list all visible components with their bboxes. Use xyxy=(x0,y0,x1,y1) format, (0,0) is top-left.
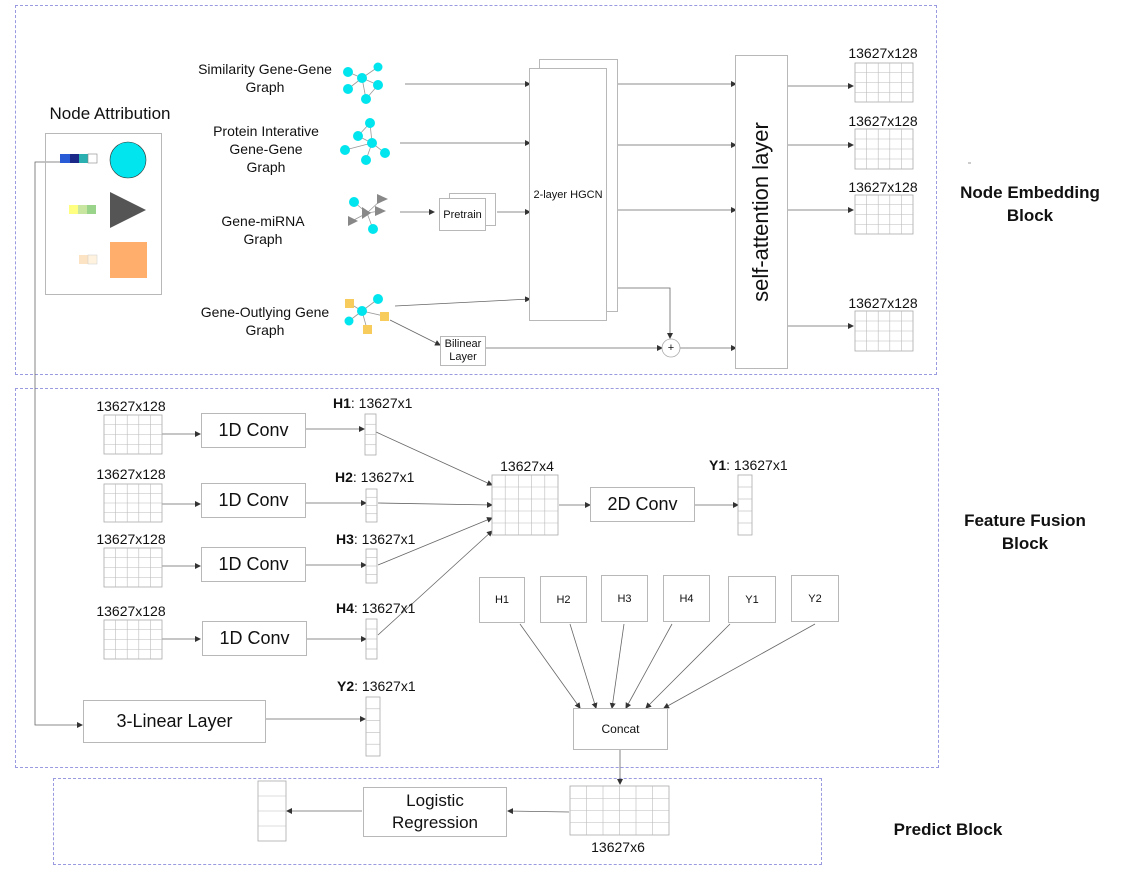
feature-box-h4: H4 xyxy=(663,575,710,622)
mirna-graph-icon xyxy=(348,194,388,234)
h3-label: H3: 13627x1 xyxy=(336,531,416,547)
square-node-icon xyxy=(110,242,147,278)
feature-box-h2: H2 xyxy=(540,576,587,623)
attribution-row-3 xyxy=(79,242,147,278)
node-attribution-box xyxy=(45,133,162,295)
fusion-in-3-dim: 13627x128 xyxy=(96,531,166,547)
cyan-node-icon xyxy=(109,141,147,179)
m4-matrix xyxy=(491,474,559,536)
feature-box-h1: H1 xyxy=(479,577,525,623)
h1-vector xyxy=(364,413,377,456)
edge-fy1-concat xyxy=(645,623,731,709)
self-attention-box xyxy=(735,55,788,369)
predict-block-frame xyxy=(53,778,822,865)
edge-outlying-hgcn xyxy=(394,296,531,307)
h2-vector xyxy=(365,488,378,523)
fusion-in-matrix-3 xyxy=(103,547,163,588)
fusion-in-matrix-1 xyxy=(103,414,163,455)
edge-fh2-concat xyxy=(569,623,598,709)
conv1d-box-3: 1D Conv xyxy=(201,547,306,582)
fusion-in-1-dim: 13627x128 xyxy=(96,398,166,414)
h4-label: H4: 13627x1 xyxy=(336,600,416,616)
protein-graph-icon xyxy=(340,118,390,165)
feature-fusion-block-frame xyxy=(15,388,939,768)
bilinear-box: Bilinear Layer xyxy=(440,336,486,366)
y1-label: Y1: 13627x1 xyxy=(709,457,788,473)
emb-out-4-dim: 13627x128 xyxy=(848,295,918,311)
node-embedding-block-frame xyxy=(15,5,937,375)
fusion-in-4-dim: 13627x128 xyxy=(96,603,166,619)
y1-vector xyxy=(737,474,753,536)
fusion-in-matrix-2 xyxy=(103,483,163,523)
predict-output-vector xyxy=(257,780,287,842)
edge-h3-m4 xyxy=(377,517,493,566)
plus-sign: + xyxy=(667,342,675,354)
fusion-in-matrix-4 xyxy=(103,619,163,660)
emb-out-1-dim: 13627x128 xyxy=(848,45,918,61)
plus-circle xyxy=(661,338,681,358)
emb-out-matrix-4 xyxy=(854,310,914,352)
y2-vector xyxy=(365,696,381,757)
linear3-box: 3-Linear Layer xyxy=(83,700,266,743)
mirna-graph-label: Gene-miRNA Graph xyxy=(221,213,305,247)
conv2d-box: 2D Conv xyxy=(590,487,695,522)
matrix-layer xyxy=(103,62,914,842)
y2-label: Y2: 13627x1 xyxy=(337,678,416,694)
edge-m6-logistic xyxy=(507,808,570,815)
emb-out-matrix-3 xyxy=(854,194,914,235)
edge-fh1-concat xyxy=(519,623,581,709)
attribution-row-2 xyxy=(69,192,146,228)
edge-fh3-concat xyxy=(609,623,625,709)
emb-out-matrix-1 xyxy=(854,62,914,103)
edge-h2-m4 xyxy=(377,501,493,508)
hgcn-box: 2-layer HGCN xyxy=(529,68,607,321)
edge-outlying-bilinear xyxy=(389,319,441,346)
m6-dim: 13627x6 xyxy=(591,839,645,855)
emb-out-2-dim: 13627x128 xyxy=(848,113,918,129)
emb-out-matrix-2 xyxy=(854,128,914,170)
triangle-node-icon xyxy=(110,192,146,228)
m4-dim: 13627x4 xyxy=(500,458,554,474)
h3-vector xyxy=(365,548,378,584)
node-attribution-title: Node Attribution xyxy=(49,104,171,123)
edge-fh4-concat xyxy=(625,623,673,709)
feature-box-h3: H3 xyxy=(601,575,648,622)
emb-out-3-dim: 13627x128 xyxy=(848,179,918,195)
m6-matrix xyxy=(569,785,670,836)
conv1d-box-1: 1D Conv xyxy=(201,413,306,448)
node-embedding-block-label: Node Embedding Block xyxy=(960,183,1100,225)
feature-box-y1: Y1 xyxy=(728,576,776,623)
logistic-regression-box: Logistic Regression xyxy=(363,787,507,837)
pretrain-box: Pretrain xyxy=(439,198,486,231)
edge-fy2-concat xyxy=(663,623,816,709)
edge-h1-m4 xyxy=(375,431,493,486)
h1-label: H1: 13627x1 xyxy=(333,395,413,411)
attribution-row-1 xyxy=(60,141,147,179)
feature-fusion-block-label: Feature Fusion Block xyxy=(964,511,1086,553)
outlying-graph-label: Gene-Outlying Gene Graph xyxy=(200,304,330,338)
conv1d-box-4: 1D Conv xyxy=(202,621,307,656)
h2-label: H2: 13627x1 xyxy=(335,469,415,485)
h4-vector xyxy=(365,618,378,660)
fusion-in-2-dim: 13627x128 xyxy=(96,466,166,482)
similarity-graph-icon xyxy=(343,62,383,104)
feature-box-y2: Y2 xyxy=(791,575,839,622)
concat-box: Concat xyxy=(573,708,668,750)
outlying-graph-icon xyxy=(344,294,389,334)
edge-h4-m4 xyxy=(377,530,493,636)
protein-graph-label: Protein Interative Gene-Gene Graph xyxy=(213,123,319,175)
edge-attribution-linear xyxy=(34,161,83,728)
similarity-graph-label: Similarity Gene-Gene Graph xyxy=(198,61,332,95)
edge-hgcn-plus xyxy=(618,287,673,339)
conv1d-box-2: 1D Conv xyxy=(201,483,306,518)
predict-block-label: Predict Block xyxy=(893,820,1003,839)
